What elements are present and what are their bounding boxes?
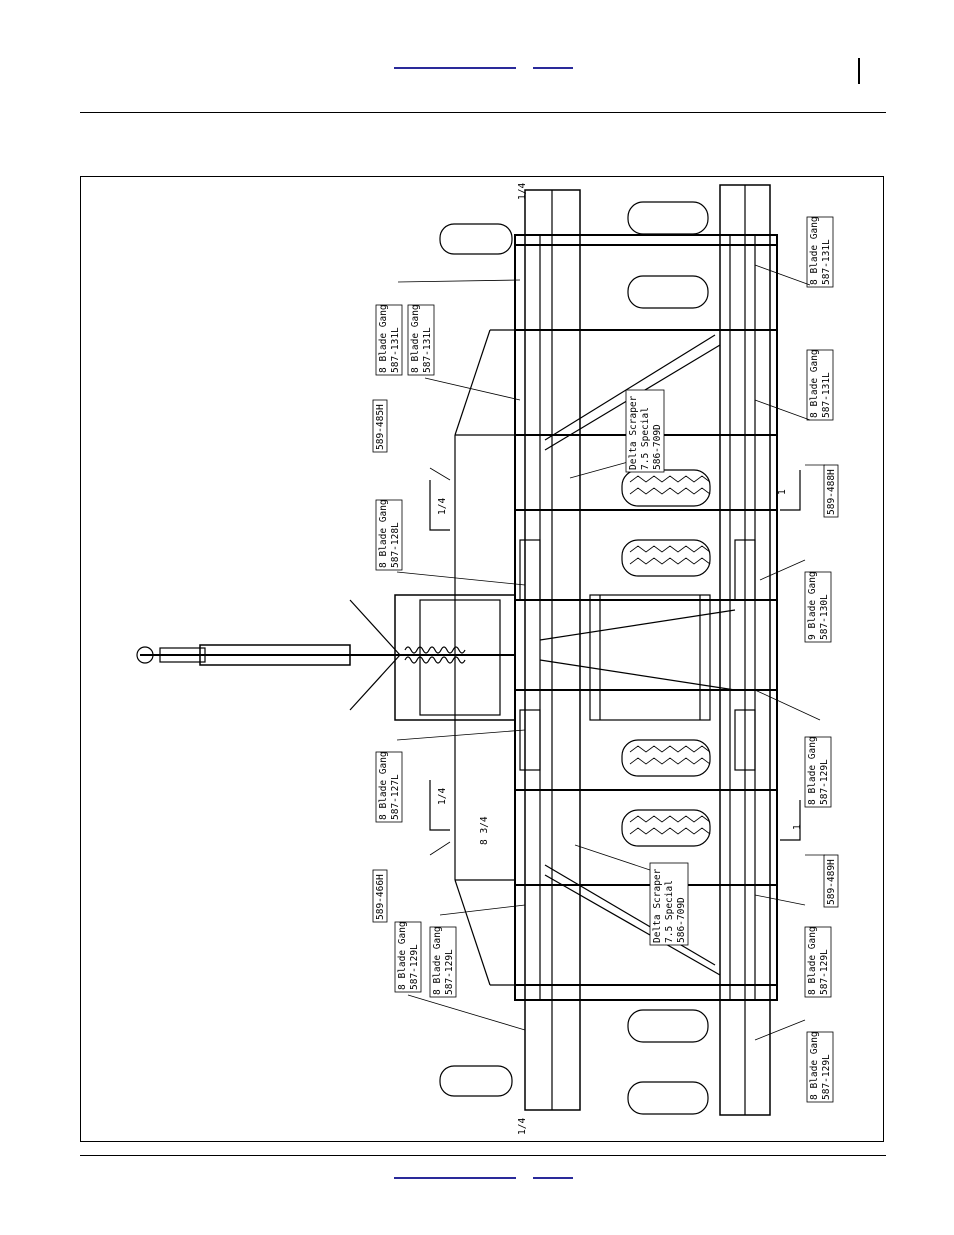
label-8-blade-gang-l1: 8 Blade Gang <box>378 304 389 373</box>
label-part-r5: 587-129L <box>819 759 830 805</box>
label-part-r1: 587-131L <box>821 239 832 285</box>
label-delta-part-d2: 586-709D <box>676 897 687 943</box>
label-8-blade-gang-l8: 8 Blade Gang <box>432 926 443 995</box>
label-delta-special-d1: 7.5 Special <box>640 407 651 470</box>
label-part-l2: 587-131L <box>422 327 433 373</box>
label-8-blade-gang-r8: 8 Blade Gang <box>809 1031 820 1100</box>
label-delta-special-d2: 7.5 Special <box>664 880 675 943</box>
header-rule <box>80 112 886 113</box>
label-part-r8: 587-129L <box>821 1054 832 1100</box>
label-part-r2: 587-131L <box>821 372 832 418</box>
label-part-l7: 587-129L <box>409 944 420 990</box>
label-part-l5: 587-127L <box>390 774 401 820</box>
dim-one-right-upper: 1 <box>777 489 788 495</box>
dim-quarter-bottom: 1/4 <box>517 1118 528 1135</box>
label-delta-scraper-d1: Delta Scraper <box>628 395 639 470</box>
label-part-l4: 587-128L <box>390 522 401 568</box>
label-8-blade-gang-l2: 8 Blade Gang <box>410 304 421 373</box>
dim-eight-three-quarter: 8 3/4 <box>479 816 490 845</box>
label-part-r7: 587-129L <box>819 949 830 995</box>
label-part-l6: 589-466H <box>375 874 386 920</box>
label-part-r6: 589-489H <box>826 859 837 905</box>
label-9-blade-gang-r4: 9 Blade Gang <box>807 571 818 640</box>
label-8-blade-gang-l5: 8 Blade Gang <box>378 751 389 820</box>
label-8-blade-gang-l7: 8 Blade Gang <box>397 921 408 990</box>
label-part-r3: 589-488H <box>826 469 837 515</box>
drawing-frame <box>80 176 884 1142</box>
label-8-blade-gang-r1: 8 Blade Gang <box>809 216 820 285</box>
label-part-l1: 587-131L <box>390 327 401 373</box>
header-page-marker <box>858 58 860 84</box>
header-link-2[interactable] <box>533 67 573 69</box>
dim-quarter-lower: 1/4 <box>437 788 448 805</box>
label-delta-part-d1: 586-709D <box>652 424 663 470</box>
dim-quarter-top: 1/4 <box>517 183 528 200</box>
label-8-blade-gang-r2: 8 Blade Gang <box>809 349 820 418</box>
label-delta-scraper-d2: Delta Scraper <box>652 868 663 943</box>
footer-link-1[interactable] <box>394 1177 516 1179</box>
footer-rule <box>80 1155 886 1156</box>
label-part-r4: 587-130L <box>819 594 830 640</box>
header-link-1[interactable] <box>394 67 516 69</box>
label-8-blade-gang-l4: 8 Blade Gang <box>378 499 389 568</box>
label-part-l8: 587-129L <box>444 949 455 995</box>
label-8-blade-gang-r7: 8 Blade Gang <box>807 926 818 995</box>
label-8-blade-gang-r5: 8 Blade Gang <box>807 736 818 805</box>
dim-one-right-lower: 1 <box>792 824 803 830</box>
footer-link-2[interactable] <box>533 1177 573 1179</box>
dim-quarter-upper: 1/4 <box>437 498 448 515</box>
label-part-l3: 589-485H <box>375 404 386 450</box>
